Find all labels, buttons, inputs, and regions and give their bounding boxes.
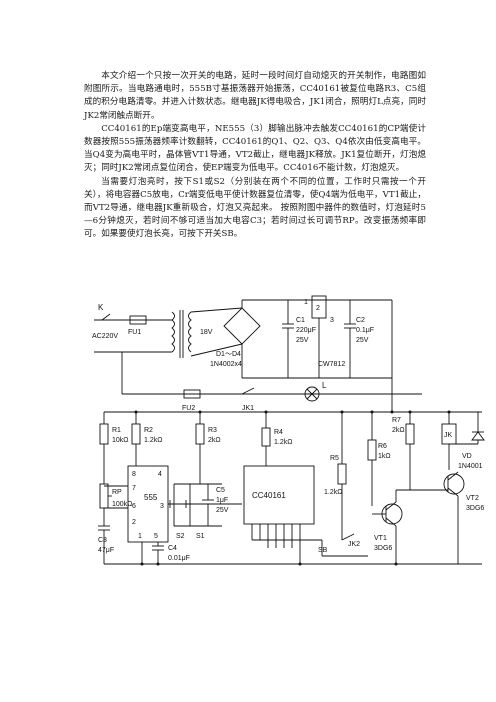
label-sb: SB [318,547,328,554]
label-vd: VD [462,453,472,460]
label-r4: R4 [274,429,283,436]
label-r3v: 2kΩ [208,437,221,444]
label-r5v: 1.2kΩ [324,489,342,496]
label-r7v: 2kΩ [392,427,405,434]
paragraph: 本文介绍一个只按一次开关的电路，延时一段时间灯自动熄灭的开关制作，电路图如附图所… [84,71,426,121]
label-vt2: VT2 [466,495,479,502]
label-555: 555 [144,493,158,502]
label-c5u: 25V [216,507,229,514]
label-r5: R5 [330,455,339,462]
pin-5: 5 [154,533,158,540]
label-jk: JK [444,432,453,439]
pin-1: 1 [138,533,142,540]
label-vdv: 1N4001 [458,463,483,470]
circuit-schematic: K AC220V FU1 18V D1～D4 1N4002x4 C1 220μF… [92,295,485,566]
label-jk2: JK2 [348,541,360,548]
label-r7: R7 [392,417,401,424]
label-rpv: 100kΩ [112,501,132,508]
label-r3: R3 [208,427,217,434]
label-reg2: 2 [316,305,320,312]
label-rp: RP [112,489,122,496]
label-r2: R2 [144,427,153,434]
label-r1: R1 [112,427,121,434]
label-s1: S1 [196,533,205,540]
label-c5: C5 [216,487,225,494]
pin-8: 8 [132,471,136,478]
label-c5v: 1μF [216,497,228,504]
label-s2: S2 [176,533,185,540]
label-r1v: 10kΩ [112,437,129,444]
label-r6: R6 [378,443,387,450]
label-c4v: 0.01μF [168,555,190,562]
label-c1v: 220μF [296,327,316,334]
label-c2v: 0.1μF [356,327,374,334]
label-reg3: 3 [330,317,334,324]
pin-6: 6 [132,503,136,510]
paragraph: CC40161的Ep端变高电平，NE555（3）脚输出脉冲去触发CC40161的… [84,123,426,174]
paragraph: 当需要灯泡亮时，按下S1或S2（分别装在两个不同的位置，工作时只需按一个开关），… [84,176,426,240]
label-diode: 1N4002x4 [210,361,242,368]
label-lamp: L [322,381,327,390]
label-18v: 18V [200,329,213,336]
pin-3: 3 [160,503,164,510]
label-cw: CW7812 [318,361,345,368]
label-r6v: 1kΩ [378,453,391,460]
label-vt2v: 3DG6 [466,505,484,512]
label-c2: C2 [356,317,365,324]
label-fu1: FU1 [128,329,141,336]
label-d: D1～D4 [216,351,241,358]
label-c1: C1 [296,317,305,324]
label-c1u: 25V [296,337,309,344]
pin-7: 7 [132,485,136,492]
label-vt1v: 3DG6 [374,545,392,552]
label-r2v: 1.2kΩ [144,437,162,444]
label-reg1: 1 [304,299,308,306]
label-fu2: FU2 [182,405,195,412]
pin-4: 4 [158,471,162,478]
label-c2u: 25V [356,337,369,344]
label-jk1: JK1 [242,405,254,412]
label-c4: C4 [168,545,177,552]
label-c3: C3 [98,537,107,544]
label-k: K [98,303,104,312]
label-ac: AC220V [92,333,118,340]
label-c3v: 47μF [98,547,114,554]
label-r4v: 1.2kΩ [274,439,292,446]
pin-2: 2 [132,519,136,526]
label-vt1: VT1 [374,535,387,542]
article-body: 本文介绍一个只按一次开关的电路，延时一段时间灯自动熄灭的开关制作，电路图如附图所… [84,70,426,242]
label-cc40161: CC40161 [252,491,286,500]
